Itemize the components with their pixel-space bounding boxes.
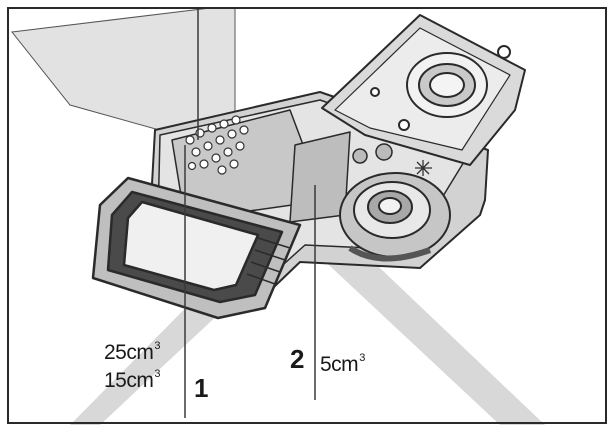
dispenser-flap bbox=[91, 176, 302, 320]
hinge-knobs bbox=[352, 143, 393, 164]
label-15cm3: 15cm3 bbox=[104, 368, 160, 392]
label-compartment-2: 2 bbox=[290, 344, 305, 374]
leader-lines bbox=[184, 8, 316, 418]
label-5cm3: 5cm3 bbox=[320, 352, 365, 376]
label-25cm3: 25cm3 bbox=[104, 340, 160, 364]
indicator-star bbox=[415, 160, 432, 176]
label-compartment-1: 1 bbox=[194, 373, 209, 403]
image-frame bbox=[7, 7, 607, 424]
rinse-aid-dial bbox=[339, 172, 451, 262]
dispenser-lid bbox=[321, 14, 526, 166]
